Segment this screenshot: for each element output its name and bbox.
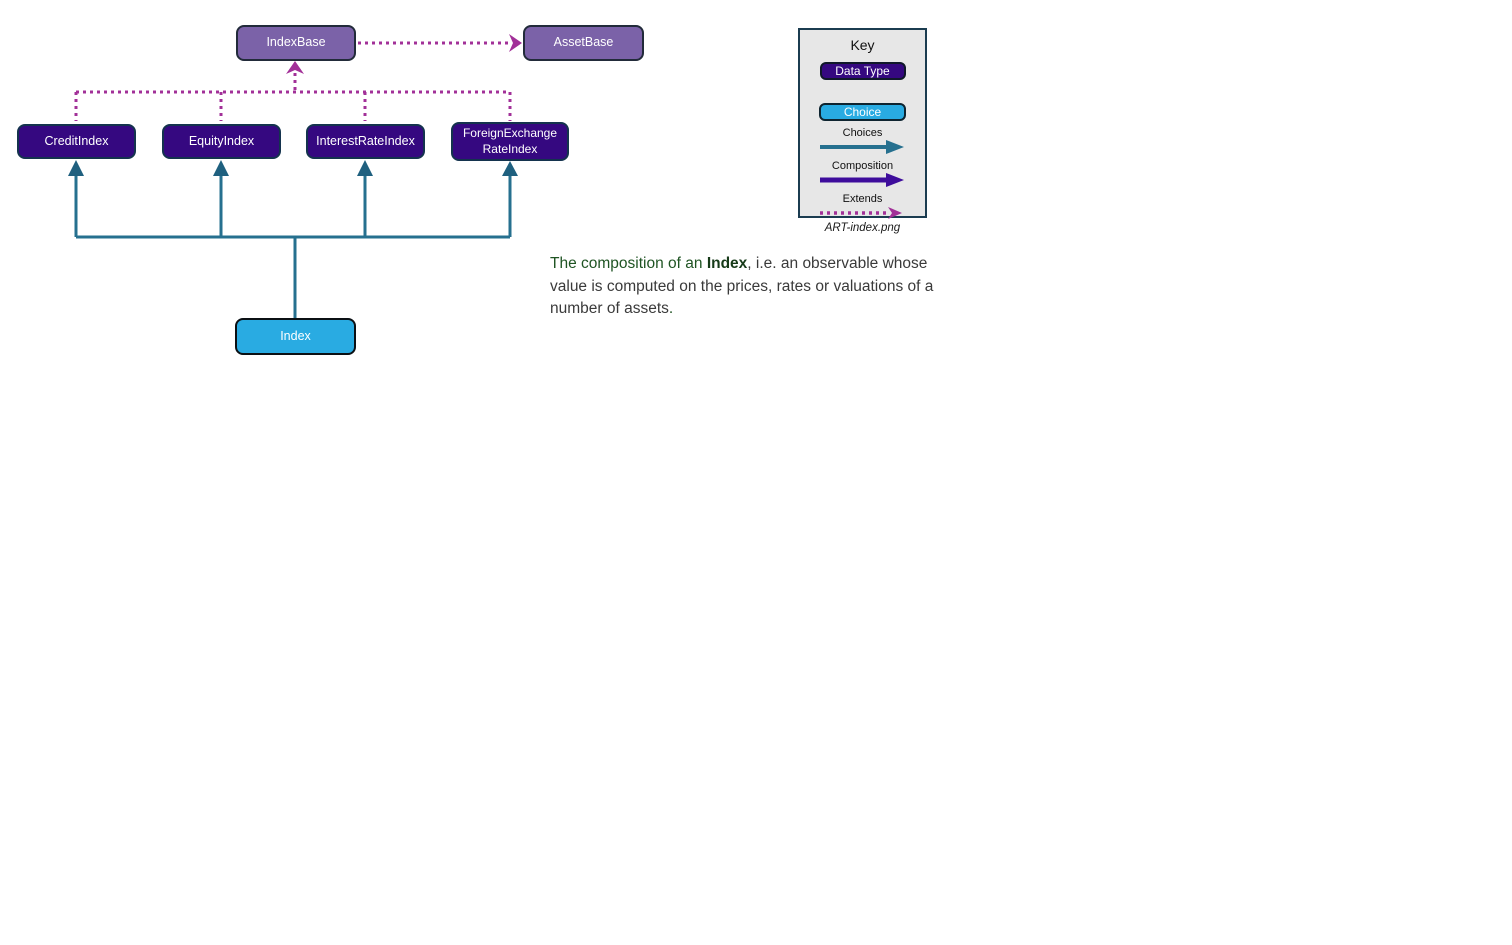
choices-connectors bbox=[68, 160, 518, 318]
key-panel: Key Data Type Choice Choices Composition… bbox=[798, 28, 927, 220]
choices-arrowhead-up-icon bbox=[213, 160, 229, 176]
key-choice-swatch: Choice bbox=[819, 103, 906, 121]
description-rest: , i.e. an observable whose value is comp… bbox=[550, 255, 934, 317]
node-label-line: RateIndex bbox=[482, 141, 538, 156]
node-interestrateindex: InterestRateIndex bbox=[306, 124, 425, 159]
key-choices-label: Choices bbox=[842, 127, 883, 139]
extends-arrowhead-up-icon bbox=[286, 61, 304, 74]
choices-arrow-icon bbox=[819, 140, 904, 154]
choices-arrowhead-up-icon bbox=[357, 160, 373, 176]
extends-arrowhead-right-icon bbox=[509, 34, 522, 52]
node-foreignexchangerateindex: ForeignExchange RateIndex bbox=[451, 122, 569, 161]
key-choices-entry: Choices bbox=[818, 127, 908, 154]
choices-arrowhead-up-icon bbox=[502, 161, 518, 176]
choices-arrowhead-up-icon bbox=[68, 160, 84, 176]
key-composition-label: Composition bbox=[831, 160, 894, 172]
key-composition-entry: Composition bbox=[818, 160, 908, 187]
node-assetbase: AssetBase bbox=[523, 25, 644, 61]
description-lead: The composition of an bbox=[550, 255, 707, 272]
key-extends-label: Extends bbox=[842, 193, 883, 205]
composition-arrow-icon bbox=[819, 173, 904, 187]
node-equityindex: EquityIndex bbox=[162, 124, 281, 159]
extends-arrow-icon bbox=[819, 207, 902, 219]
node-index: Index bbox=[235, 318, 356, 355]
description-text: The composition of an Index, i.e. an obs… bbox=[550, 253, 942, 321]
key-datatype-swatch: Data Type bbox=[819, 62, 906, 80]
key-caption: ART-index.png bbox=[824, 222, 901, 234]
description-period: . bbox=[668, 300, 674, 317]
node-indexbase: IndexBase bbox=[236, 25, 356, 61]
description-term: Index bbox=[706, 255, 748, 272]
node-label-line: ForeignExchange bbox=[462, 125, 558, 140]
node-creditindex: CreditIndex bbox=[17, 124, 136, 159]
key-title: Key bbox=[850, 37, 875, 53]
key-extends-entry: Extends bbox=[818, 193, 908, 220]
